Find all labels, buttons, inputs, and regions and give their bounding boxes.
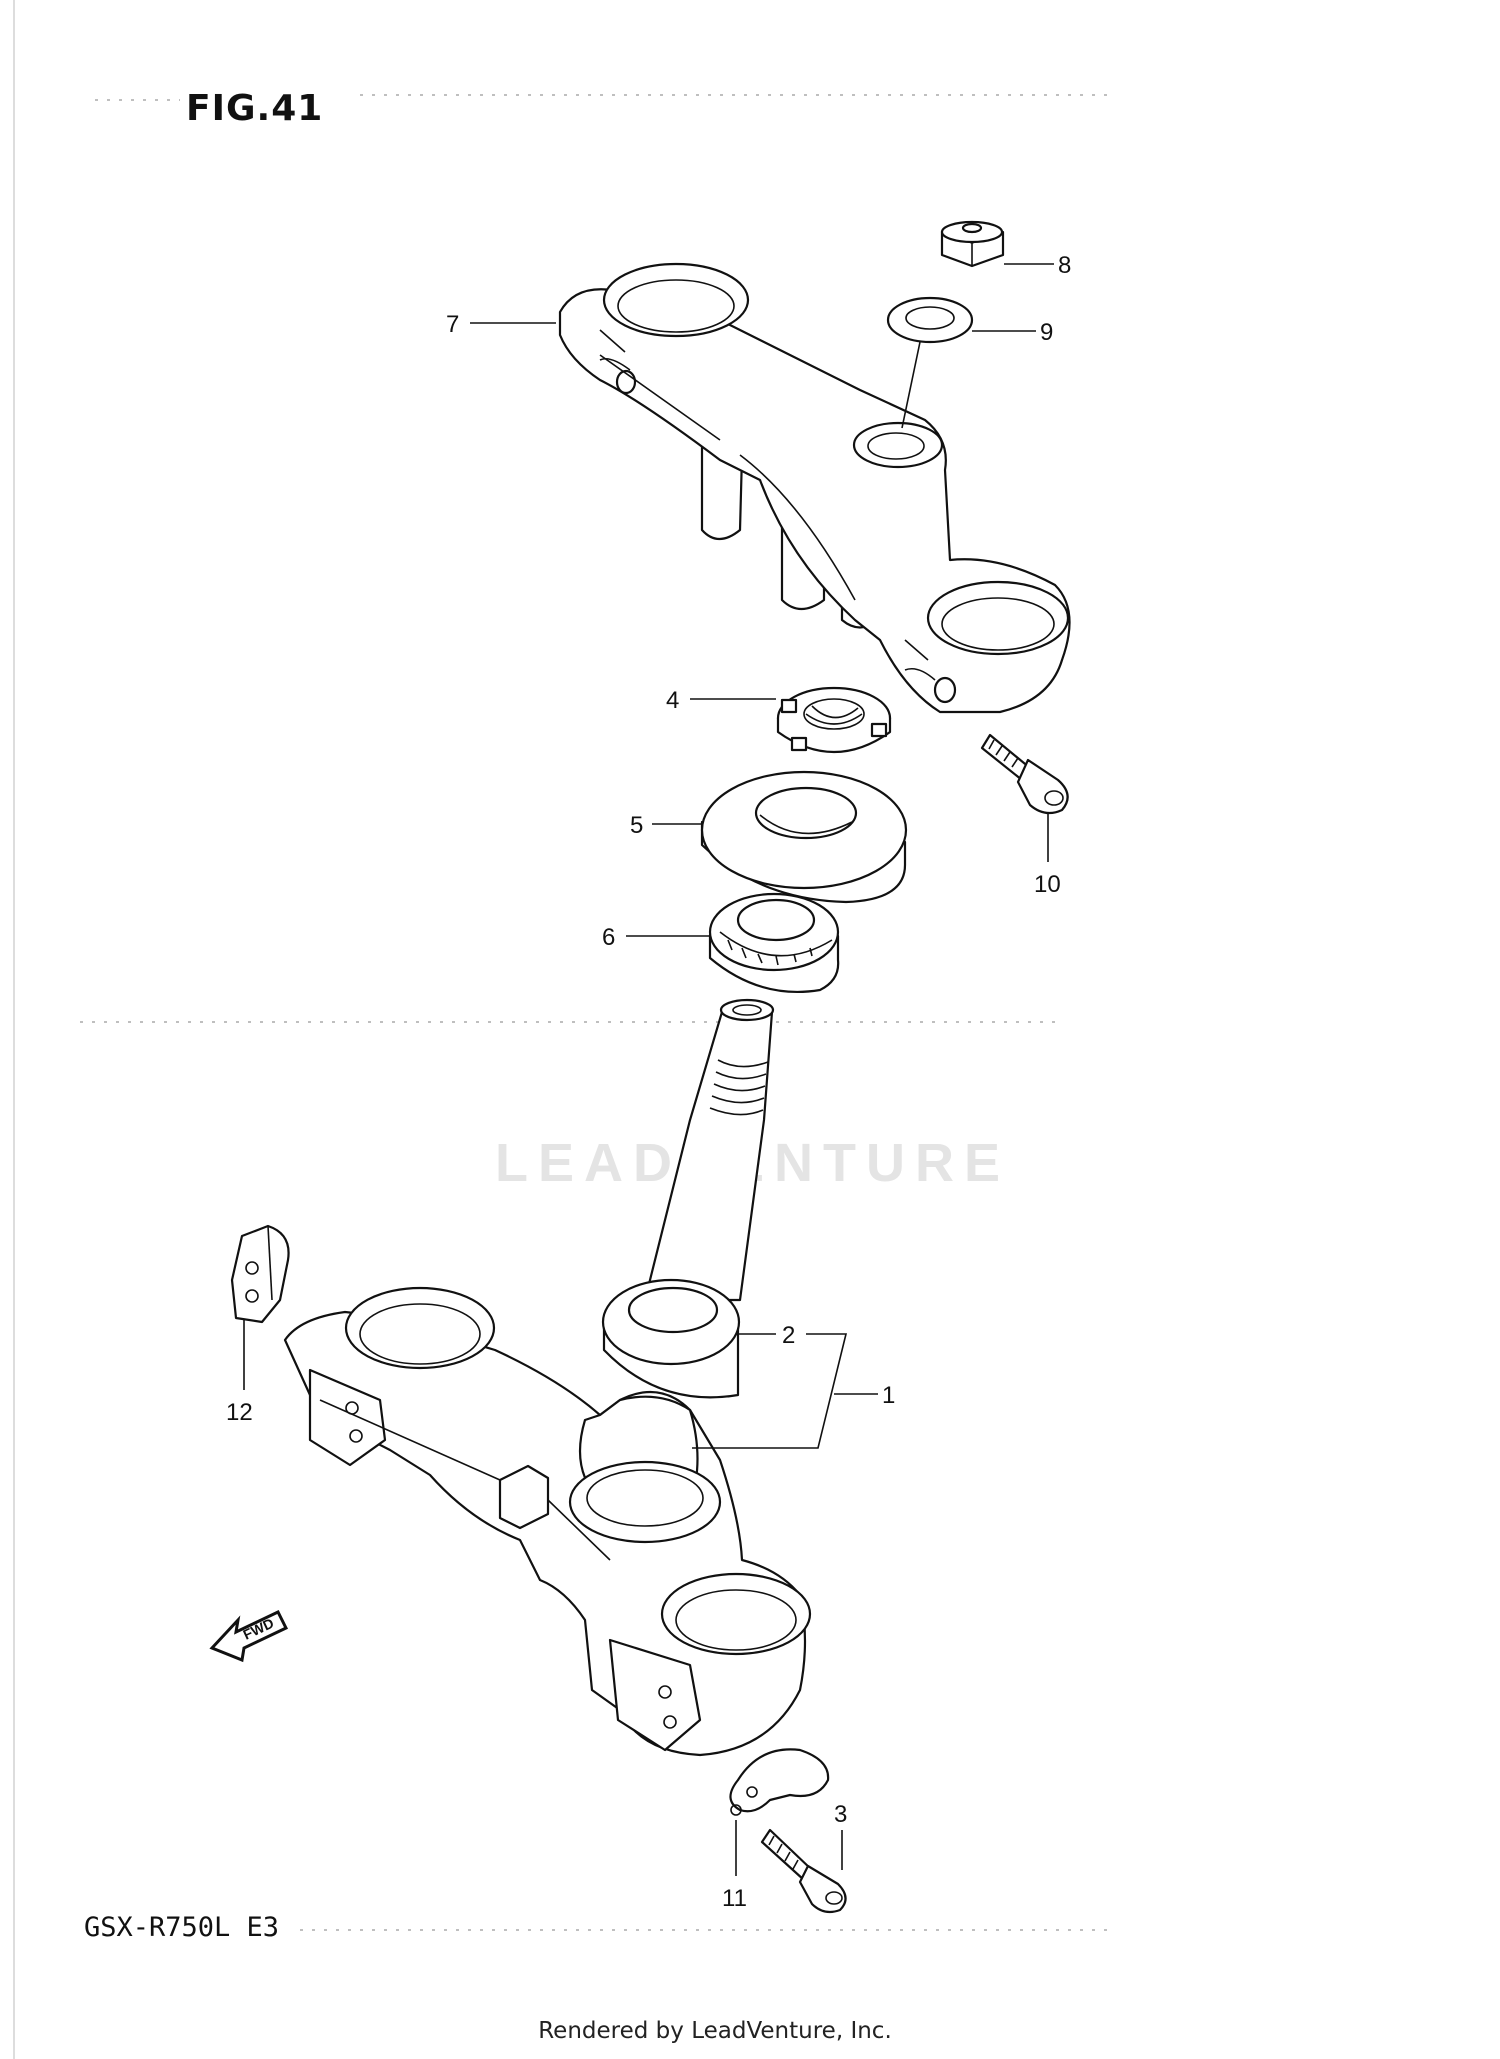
callout-12: 12 xyxy=(226,1399,253,1426)
leader-line-9b xyxy=(901,341,921,429)
stem-head-nut xyxy=(940,220,1005,268)
steering-stem-bearing-upper xyxy=(708,892,840,993)
callout-2: 2 xyxy=(782,1322,795,1349)
callout-4: 4 xyxy=(666,687,679,714)
callout-11: 11 xyxy=(722,1885,747,1912)
steering-stem-nut xyxy=(776,686,892,754)
callout-10: 10 xyxy=(1034,871,1061,898)
callout-1: 1 xyxy=(882,1382,895,1409)
forward-direction-arrow: FWD xyxy=(209,1610,289,1663)
hose-clamp-left xyxy=(230,1224,290,1324)
callout-7: 7 xyxy=(446,311,459,338)
steering-stem-bearing-lower xyxy=(601,1278,741,1399)
callout-6: 6 xyxy=(602,924,615,951)
figure-title: FIG.41 xyxy=(186,88,324,129)
callout-9: 9 xyxy=(1040,319,1053,346)
clamp-bolt-lower xyxy=(760,1828,847,1914)
callout-3: 3 xyxy=(834,1801,847,1828)
callout-5: 5 xyxy=(630,812,643,839)
leader-line-1 xyxy=(692,1333,848,1449)
washer xyxy=(886,296,974,344)
steering-stem-assembly xyxy=(283,998,812,1757)
hose-clamp-right xyxy=(729,1748,830,1816)
upper-bracket xyxy=(558,262,1071,714)
model-label: GSX-R750L E3 xyxy=(84,1912,280,1943)
dust-seal xyxy=(700,770,908,904)
clamp-bolt-upper xyxy=(980,733,1069,815)
callout-8: 8 xyxy=(1058,252,1071,279)
render-credit: Rendered by LeadVenture, Inc. xyxy=(538,2018,892,2044)
